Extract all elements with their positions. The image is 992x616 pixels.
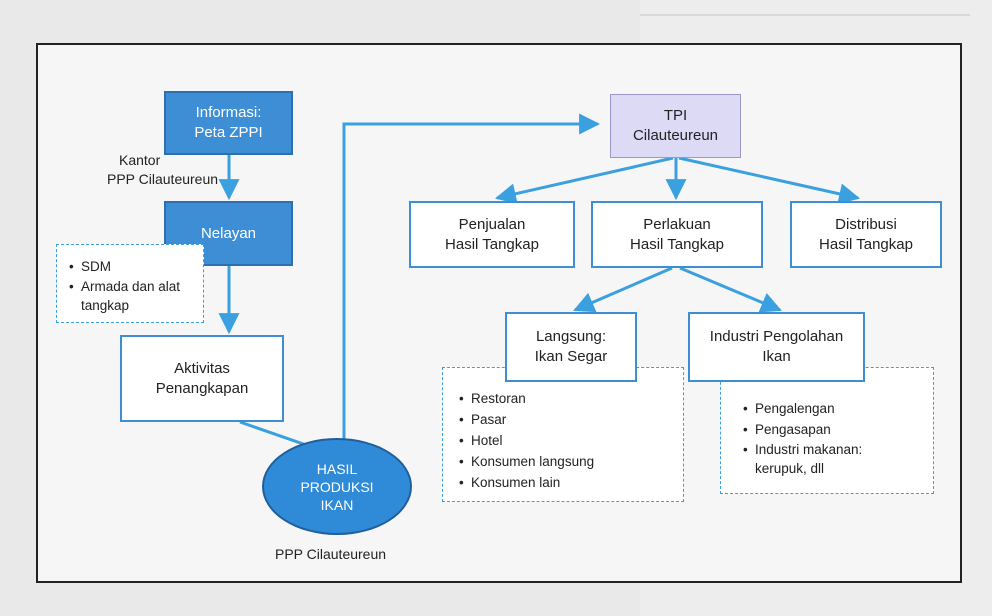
aktivitas-box: Aktivitas Penangkapan	[120, 335, 284, 422]
arrow-tpi-to-penjualan	[494, 156, 674, 205]
resource-item: SDM	[69, 256, 195, 277]
hasil-produksi-oval: HASIL PRODUKSI IKAN	[262, 438, 412, 535]
langsung-item: Konsumen langsung	[459, 451, 675, 472]
perlakuan-box-line1: Perlakuan	[643, 215, 711, 233]
aktivitas-box-line1: Aktivitas	[174, 359, 230, 377]
distribusi-box: Distribusi Hasil Tangkap	[790, 201, 942, 268]
hasil-oval-line3: IKAN	[320, 496, 354, 513]
arrow-perlakuan-to-langsung	[573, 266, 673, 313]
info-box: Informasi: Peta ZPPI	[164, 91, 293, 155]
industri-item: Pengalengan	[743, 398, 925, 419]
penjualan-box-line1: Penjualan	[458, 215, 526, 233]
info-box-line1: Informasi:	[195, 104, 262, 121]
langsung-box: Langsung: Ikan Segar	[505, 312, 637, 382]
kantor-label-line1: Kantor	[119, 152, 161, 168]
distribusi-box-line1: Distribusi	[835, 215, 897, 233]
resource-item: Armada dan alat tangkap	[69, 277, 195, 315]
kantor-label-line2: PPP Cilauteureun	[107, 171, 219, 187]
perlakuan-box-line2: Hasil Tangkap	[630, 235, 724, 253]
aktivitas-box-line2: Penangkapan	[155, 379, 249, 397]
distribusi-box-line2: Hasil Tangkap	[819, 235, 913, 253]
nelayan-resources-box: SDM Armada dan alat tangkap	[56, 244, 204, 323]
hasil-oval-line2: PRODUKSI	[300, 478, 374, 495]
penjualan-box: Penjualan Hasil Tangkap	[409, 201, 575, 268]
langsung-item: Konsumen lain	[459, 472, 675, 493]
langsung-box-line1: Langsung:	[535, 328, 607, 345]
industri-box: Industri Pengolahan Ikan	[688, 312, 865, 382]
arrow-perlakuan-to-industri	[679, 266, 782, 313]
langsung-box-line2: Ikan Segar	[534, 348, 608, 365]
nelayan-box-label: Nelayan	[200, 224, 257, 242]
perlakuan-box: Perlakuan Hasil Tangkap	[591, 201, 763, 268]
industri-items-box: Pengalengan Pengasapan Industri makanan:…	[720, 367, 934, 494]
kantor-label: Kantor PPP Cilauteureun	[107, 151, 218, 189]
penjualan-box-line2: Hasil Tangkap	[445, 235, 539, 253]
industri-box-line2: Ikan	[762, 348, 791, 365]
hasil-oval-line1: HASIL	[316, 460, 358, 477]
ppp-label: PPP Cilauteureun	[275, 546, 387, 562]
tpi-box: TPI Cilauteureun	[610, 94, 741, 158]
tpi-box-line1: TPI	[663, 107, 688, 124]
langsung-item: Hotel	[459, 430, 675, 451]
industri-box-line1: Industri Pengolahan	[709, 328, 844, 345]
langsung-item: Restoran	[459, 388, 675, 409]
langsung-item: Pasar	[459, 409, 675, 430]
arrow-tpi-to-distribusi	[678, 156, 861, 205]
arrow-hasil-to-tpi	[342, 113, 601, 448]
info-box-line2: Peta ZPPI	[194, 124, 263, 141]
industri-item: Pengasapan	[743, 419, 925, 440]
background-line	[640, 14, 970, 16]
langsung-items-box: Restoran Pasar Hotel Konsumen langsung K…	[442, 367, 684, 502]
industri-item: Industri makanan: kerupuk, dll	[743, 440, 905, 478]
tpi-box-line2: Cilauteureun	[632, 127, 719, 144]
